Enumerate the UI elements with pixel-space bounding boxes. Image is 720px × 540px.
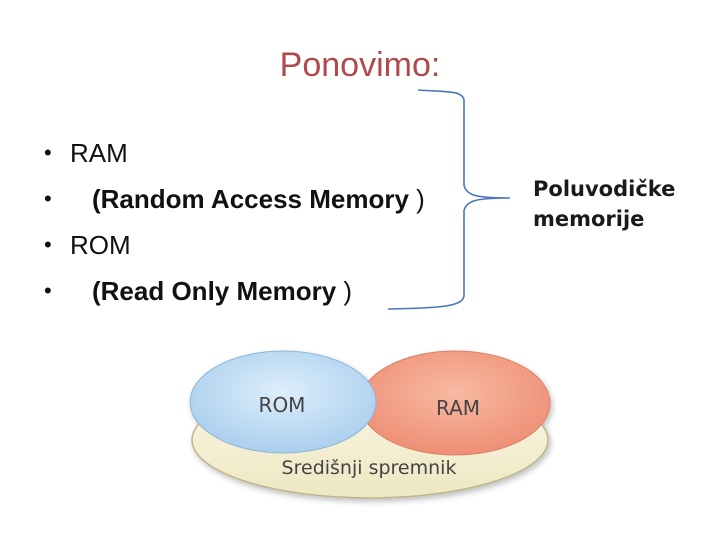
bullet-text-part: ) [336,276,353,306]
rom-label: ROM [259,393,306,417]
bullet-marker: • [44,278,52,303]
bullet-text-part: ) [408,184,425,214]
bullet-marker: • [44,186,52,211]
semiconductor-memory-label: Poluvodičke memorije [533,174,703,234]
bullet-marker: • [44,140,52,165]
bullet-list: • RAM • (Random Access Memory ) • ROM • … [40,130,480,314]
bullet-text: RAM [70,130,128,176]
bullet-item-ram: • RAM [40,130,480,176]
central-storage-label: Središnji spremnik [282,457,457,479]
bullet-text-part: ROM [70,230,131,260]
bullet-marker: • [44,232,52,257]
ram-label: RAM [436,396,480,420]
bracket-connector [387,89,511,310]
rom-ellipse [189,350,377,454]
slide-title: Ponovimo: [279,46,441,84]
bullet-item-random-access-memory: • (Random Access Memory ) [40,176,480,222]
side-label-line: Poluvodičke [533,177,676,201]
bullet-text-part: (Read Only Memory [92,276,337,306]
bullet-text: (Random Access Memory ) [92,176,425,222]
bullet-item-rom: • ROM [40,222,480,268]
bullet-text: ROM [70,222,131,268]
bullet-item-read-only-memory: • (Read Only Memory ) [40,268,480,314]
side-label-line: memorije [533,207,645,231]
memory-venn-diagram [189,350,551,499]
bullet-text-part: (Random Access Memory [92,184,409,214]
bullet-text-part: RAM [70,138,128,168]
bullet-text: (Read Only Memory ) [92,268,352,314]
